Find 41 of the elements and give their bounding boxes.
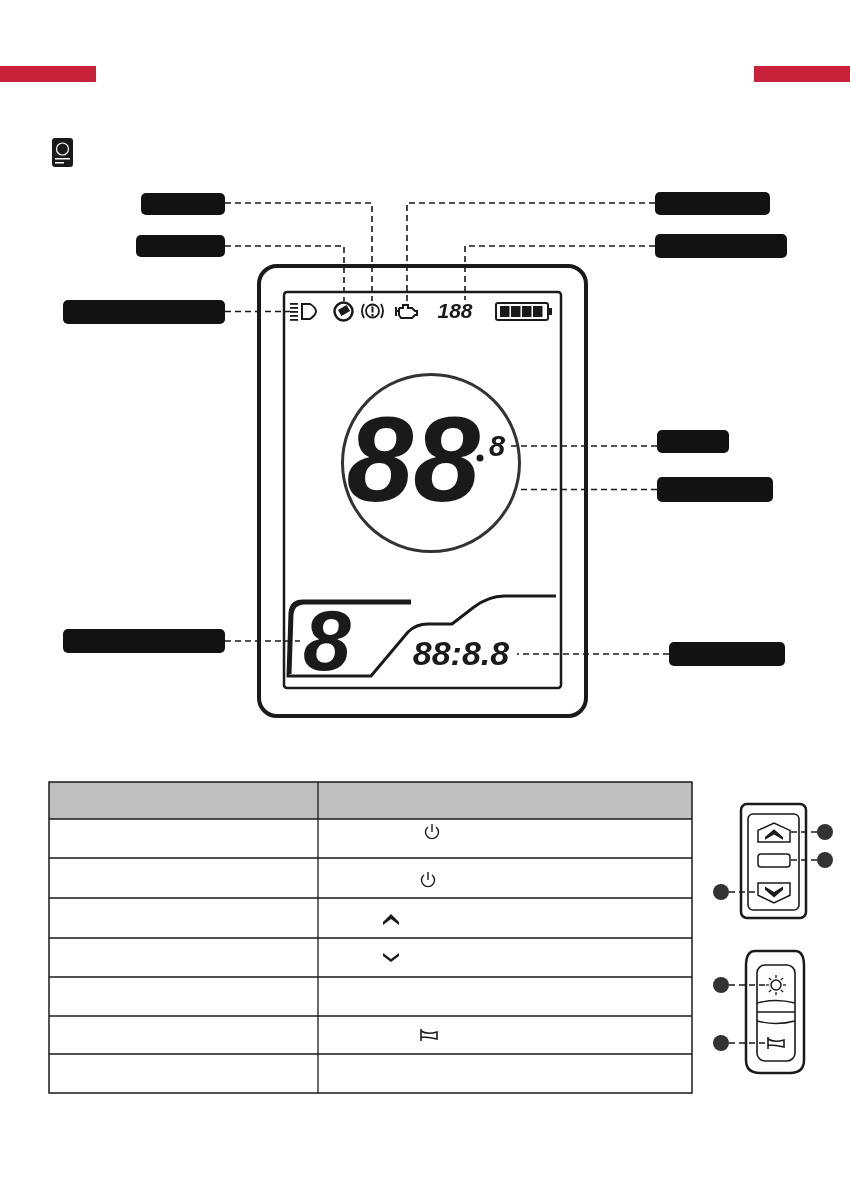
tire-icon: [332, 301, 355, 322]
label-pill: [63, 629, 225, 653]
label-pill: [657, 430, 729, 453]
speed-digits: 88: [345, 400, 480, 518]
speed-ring: [341, 373, 521, 553]
leader-line: [406, 202, 656, 303]
callout-dot: [817, 852, 833, 868]
lcd-digits: 8: [485, 432, 509, 460]
lcd-digits: 188: [437, 300, 473, 322]
down-button: [757, 882, 791, 904]
callout-dot: [713, 977, 729, 993]
leader-line: [728, 1042, 767, 1044]
light-icon: [765, 974, 787, 996]
horn-icon: [766, 1035, 787, 1051]
label-pill: [63, 300, 225, 324]
lcd-digits: 8: [300, 603, 354, 677]
label-pill: [141, 193, 225, 215]
up-button: [757, 822, 791, 843]
leader-line: [728, 984, 766, 986]
leader-line: [224, 202, 373, 302]
engine-icon: [394, 302, 419, 320]
lcd-digits: 88:8.8: [405, 636, 517, 670]
leader-line: [728, 891, 758, 893]
callout-dot: [713, 884, 729, 900]
leader-line: [224, 245, 345, 302]
leader-line: [516, 653, 670, 655]
leader-line: [508, 445, 658, 447]
label-pill: [669, 642, 785, 666]
callout-dot: [713, 1035, 729, 1051]
leader-line: [464, 245, 656, 301]
callout-dot: [817, 824, 833, 840]
leader-line: [224, 640, 301, 642]
label-pill: [655, 234, 787, 258]
label-pill: [136, 235, 225, 257]
leader-line: [790, 831, 818, 833]
label-pill: [655, 192, 770, 215]
leader-line: [224, 310, 291, 313]
leader-line: [790, 859, 818, 861]
label-pill: [657, 477, 773, 502]
warning-icon: [361, 301, 384, 321]
blank-button: [757, 853, 791, 868]
